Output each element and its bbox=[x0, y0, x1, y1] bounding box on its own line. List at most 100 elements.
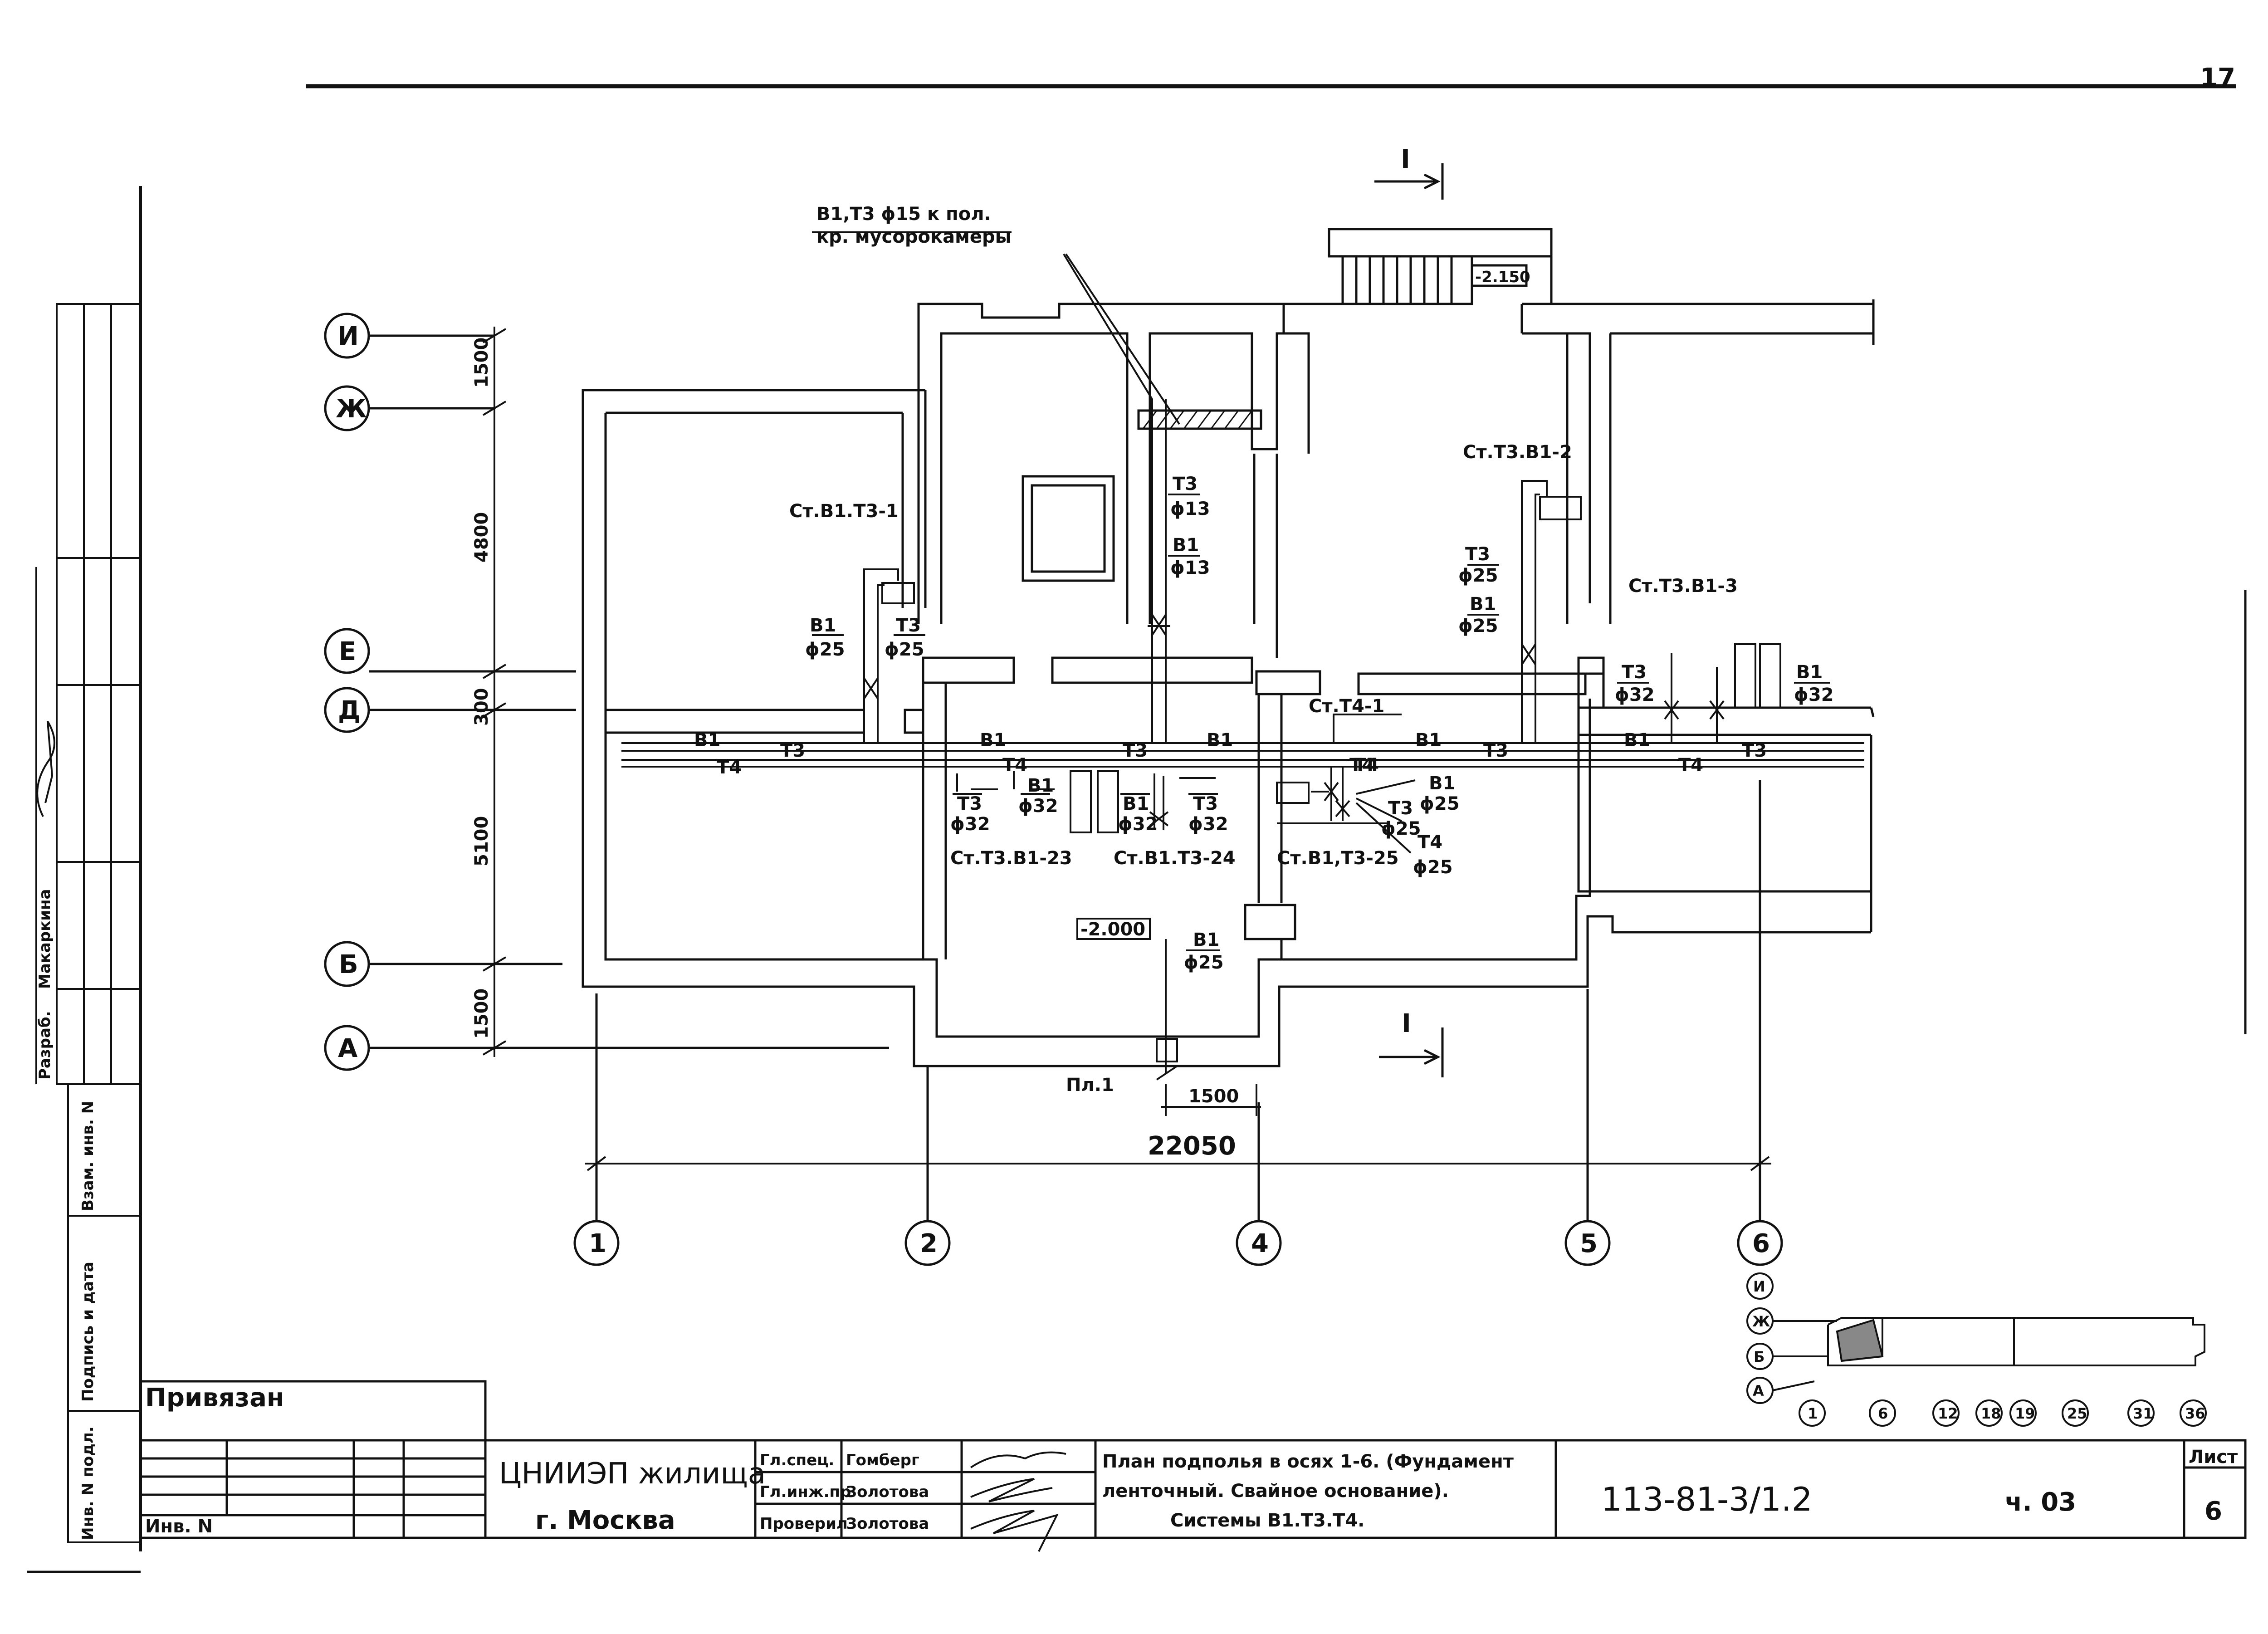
central-t3: T3 bbox=[1173, 474, 1198, 494]
r24-d32-t3: ϕ32 bbox=[1188, 814, 1228, 835]
axis-row-Zh: Ж bbox=[336, 394, 367, 424]
corner-sheet-number: 17 bbox=[2200, 63, 2235, 93]
svg-text:А: А bbox=[1753, 1382, 1764, 1399]
stamp-inv-podl: Инв. N подл. bbox=[79, 1426, 97, 1540]
central-d13-t3: ϕ13 bbox=[1170, 499, 1210, 519]
title-role-3: Проверил bbox=[760, 1515, 848, 1533]
r25-d25-b1: ϕ25 bbox=[1420, 793, 1460, 814]
r1-t3: T3 bbox=[896, 615, 921, 636]
vertical-dimension-chain bbox=[482, 327, 507, 1057]
r24-d32-b1: ϕ32 bbox=[1118, 814, 1158, 835]
stamp-signature bbox=[36, 720, 55, 817]
axis-row-A: А bbox=[338, 1034, 358, 1063]
inlet-b1: B1 bbox=[1193, 930, 1219, 950]
title-part: ч. 03 bbox=[2005, 1487, 2076, 1517]
axis-col-6: 6 bbox=[1752, 1229, 1770, 1258]
title-role-1: Гл.спец. bbox=[760, 1451, 834, 1469]
stamp-vzam-inv: Взам. инв. N bbox=[79, 1101, 97, 1211]
riser-label-23: Ст.T3.B1-23 bbox=[950, 848, 1072, 869]
r3-d32-t3: ϕ32 bbox=[1615, 685, 1655, 705]
svg-text:18: 18 bbox=[1981, 1405, 2001, 1422]
r23-b1: B1 bbox=[1027, 775, 1054, 796]
central-d13-b1: ϕ13 bbox=[1170, 558, 1210, 578]
title-sheet-no: 6 bbox=[2204, 1497, 2222, 1526]
r1-d25-b1: ϕ25 bbox=[805, 639, 845, 660]
key-plan-labels: И Ж Б А 1 6 12 18 19 25 31 36 bbox=[1752, 1278, 2205, 1422]
riser-label-3: Ст.T3.B1-3 bbox=[1628, 576, 1738, 597]
title-inv: Инв. N bbox=[145, 1516, 213, 1537]
dim-4800: 4800 bbox=[471, 512, 492, 563]
dim-1500-top: 1500 bbox=[471, 338, 492, 388]
r2-d25-t3: ϕ25 bbox=[1458, 565, 1498, 586]
axis-col-4: 4 bbox=[1251, 1229, 1269, 1258]
pipe-run-labels: B1 T3 T4 B1 T4 T3 B1 B1 T3 B1 T4 T3 T4 bbox=[694, 730, 1767, 778]
section-mark-bottom bbox=[1379, 1027, 1444, 1077]
riser-label-t4-1: Ст.T4-1 bbox=[1309, 696, 1384, 717]
pl-label: Пл.1 bbox=[1066, 1075, 1114, 1096]
axis-row-B: Б bbox=[339, 950, 358, 979]
svg-text:И: И bbox=[1753, 1278, 1765, 1295]
svg-text:6: 6 bbox=[1878, 1405, 1888, 1422]
svg-text:B1: B1 bbox=[694, 730, 720, 751]
callout-top-line1: B1,T3 ϕ15 к пол. bbox=[816, 204, 991, 225]
title-org-line2: г. Москва bbox=[535, 1506, 675, 1535]
r2-t3: T3 bbox=[1465, 544, 1490, 565]
r23-d32-t3: ϕ32 bbox=[950, 814, 990, 835]
title-sheet-label: Лист bbox=[2189, 1447, 2238, 1468]
r25-d25-t4: ϕ25 bbox=[1413, 857, 1453, 878]
inlet-d25: ϕ25 bbox=[1184, 952, 1224, 973]
riser-group-25 bbox=[1276, 714, 1416, 854]
axis-col-1: 1 bbox=[589, 1229, 606, 1258]
riser-label-1: Ст.B1.T3-1 bbox=[789, 501, 899, 522]
svg-text:12: 12 bbox=[1938, 1405, 1958, 1422]
title-desc-line1: План подполья в осях 1-6. (Фундамент bbox=[1102, 1451, 1514, 1472]
svg-text:1: 1 bbox=[1808, 1405, 1818, 1422]
riser-label-24: Ст.B1.T3-24 bbox=[1114, 848, 1236, 869]
svg-text:T4: T4 bbox=[1678, 755, 1703, 776]
title-privyazan: Привязан bbox=[145, 1383, 284, 1413]
r25-t4-top: T4 bbox=[1349, 755, 1374, 776]
title-role-2: Гл.инж.пр bbox=[760, 1483, 851, 1501]
title-code: 113-81-3/1.2 bbox=[1601, 1480, 1813, 1518]
svg-text:B1: B1 bbox=[1415, 730, 1442, 751]
axis-row-E: Е bbox=[339, 637, 356, 666]
side-stamp bbox=[35, 303, 142, 1543]
pipe-runs bbox=[621, 742, 1864, 768]
axis-col-2: 2 bbox=[920, 1229, 938, 1258]
title-desc-line2: ленточный. Свайное основание). bbox=[1102, 1481, 1449, 1502]
svg-text:B1: B1 bbox=[1207, 730, 1233, 751]
callout-top-line2: кр. мусорокамеры bbox=[816, 226, 1012, 247]
svg-text:T4: T4 bbox=[717, 757, 742, 778]
title-name-3: Золотова bbox=[846, 1515, 929, 1533]
r23-t3: T3 bbox=[957, 793, 982, 814]
svg-text:B1: B1 bbox=[980, 730, 1006, 751]
riser-label-2: Ст.T3.B1-2 bbox=[1463, 442, 1572, 463]
total-dimension bbox=[585, 1156, 1771, 1171]
dim-5100: 5100 bbox=[471, 816, 492, 866]
svg-text:T3: T3 bbox=[1742, 740, 1767, 761]
title-signatures bbox=[970, 1451, 1066, 1552]
axis-row-I: И bbox=[337, 322, 359, 351]
section-mark-top-label: I bbox=[1401, 145, 1410, 174]
key-plan bbox=[1746, 1272, 2207, 1427]
elevation-entrance: -2.150 bbox=[1475, 268, 1530, 286]
r3-t3: T3 bbox=[1622, 662, 1647, 683]
svg-text:B1: B1 bbox=[1624, 730, 1650, 751]
stamp-podpis-data: Подпись и дата bbox=[79, 1262, 97, 1402]
entrance-stair bbox=[1328, 228, 1553, 305]
riser-t3-b1-3 bbox=[1617, 643, 1830, 744]
svg-text:T3: T3 bbox=[1483, 740, 1508, 761]
title-name-2: Золотова bbox=[846, 1483, 929, 1501]
riser-central bbox=[812, 231, 1200, 744]
svg-text:T4: T4 bbox=[1002, 755, 1027, 776]
axis-col-5: 5 bbox=[1580, 1229, 1598, 1258]
r25-t4: T4 bbox=[1418, 832, 1442, 853]
title-block-frame bbox=[139, 1380, 2247, 1539]
svg-text:Ж: Ж bbox=[1752, 1313, 1770, 1330]
r25-b1: B1 bbox=[1429, 773, 1455, 794]
hatched-slab bbox=[1137, 409, 1262, 430]
row-axes bbox=[324, 313, 889, 1071]
elevation-floor: -2.000 bbox=[1080, 919, 1145, 940]
dim-1500-pl: 1500 bbox=[1188, 1086, 1239, 1107]
